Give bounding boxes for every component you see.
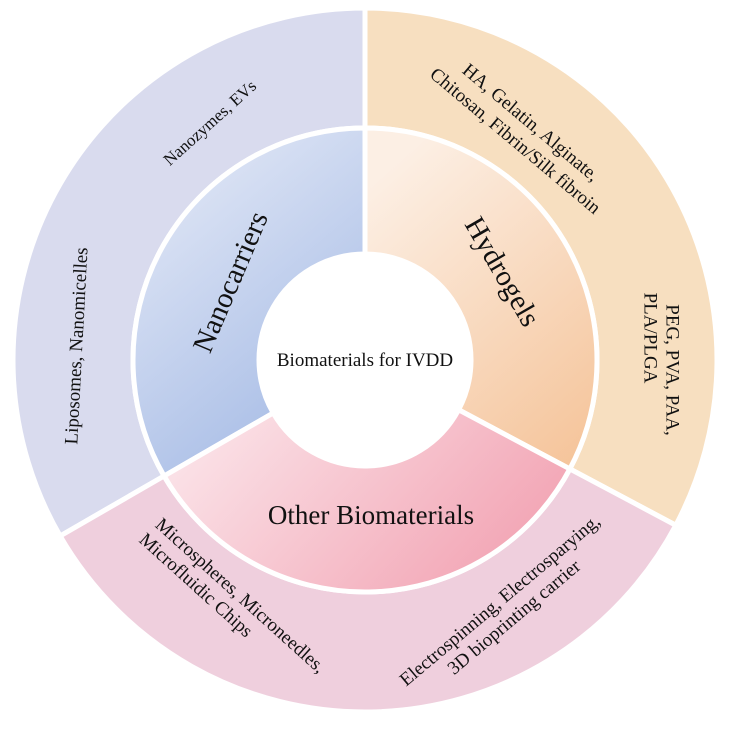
center-label: Biomaterials for IVDD	[277, 350, 453, 371]
hydrogels-synthetic-examples: PEG, PVA, PAA, PLA/PLGA	[640, 293, 683, 436]
other-biomaterials-label: Other Biomaterials	[268, 500, 474, 530]
center-circle	[259, 254, 471, 466]
hydrogels-synthetic-line-1: PEG, PVA, PAA,	[662, 304, 683, 435]
hydrogels-synthetic-line-2: PLA/PLGA	[640, 293, 661, 384]
